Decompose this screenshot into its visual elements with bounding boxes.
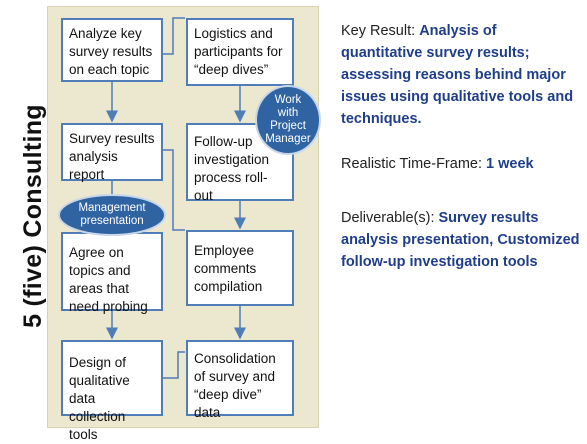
- callout-work-with-pm-text: Work with Project Manager: [265, 94, 311, 145]
- step-logistics-participants: Logistics and participants for “deep div…: [186, 18, 294, 86]
- connector-l4-r4: [163, 351, 185, 379]
- step-survey-results-report: Survey results analysis report: [61, 123, 163, 182]
- key-result: Key Result: Analysis of quantitative sur…: [341, 20, 581, 130]
- step-design-qualitative-tools: Design of qualitative data collection to…: [61, 340, 163, 442]
- step-agree-on-topics: Agree on topics and areas that need prob…: [61, 232, 163, 314]
- step-analyze-key-results: Analyze key survey results on each topic: [61, 18, 163, 82]
- callout-management-presentation: Management presentation: [58, 194, 166, 236]
- deliverables: Deliverable(s): Survey results analysis …: [341, 207, 581, 273]
- step-consolidation: Consolidation of survey and “deep dive” …: [186, 340, 294, 420]
- deliverables-text: Survey results analysis presentation, Cu…: [341, 210, 580, 270]
- timeframe: Realistic Time-Frame: 1 week: [341, 153, 581, 175]
- timeframe-text: 1 week: [486, 156, 534, 172]
- step-employee-comments: Employee comments compilation: [186, 230, 294, 306]
- key-result-text: Analysis of quantitative survey results;…: [341, 23, 574, 127]
- connector-l1-r1: [163, 17, 185, 55]
- key-result-label: Key Result:: [341, 23, 416, 39]
- connector-l2-r3: [163, 149, 185, 231]
- callout-management-presentation-text: Management presentation: [78, 202, 146, 227]
- callout-work-with-pm: Work with Project Manager: [255, 85, 321, 155]
- timeframe-label: Realistic Time-Frame:: [341, 156, 482, 172]
- deliverables-label: Deliverable(s):: [341, 210, 435, 226]
